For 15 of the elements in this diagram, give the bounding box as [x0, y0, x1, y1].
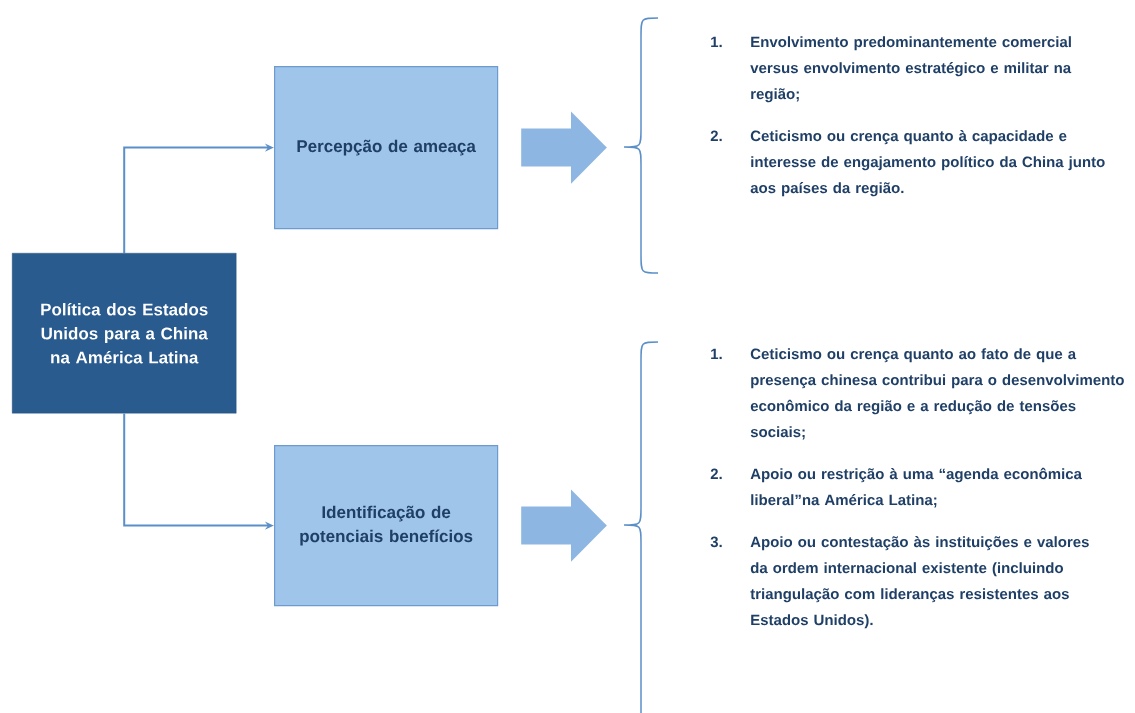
numbered-list: 1. Envolvimento predominantemente comercial versus envolvimento estratégico e militar na região; 2. Ceticismo ou crença quanto à capacidade e interesse de engajamento político da China junto aos países da região. — [710, 36, 1105, 197]
node-label: 2. — [710, 130, 722, 142]
process-box: Percepção de ameaça — [274, 66, 499, 230]
node-label: 3. — [710, 536, 722, 548]
node-label: 2. — [710, 468, 722, 480]
process-box: Identificação de potenciais benefícios — [274, 445, 499, 607]
policy-box: Política dos Estados Unidos para a China na América Latina — [12, 253, 237, 414]
node-label: Ceticismo ou crença quanto ao fato de que a presença chinesa contribui para o desenvolvimento econômico da região e a redução de tensões sociais; — [750, 348, 1124, 440]
node-label: Apoio ou contestação às instituições e valores da ordem internacional existente (incluindo triangulação com lideranças resistentes aos Estados Unidos). — [750, 536, 1089, 629]
node-label: Ceticismo ou crença quanto à capacidade e interesse de engajamento político da China junto aos países da região. — [750, 130, 1105, 197]
node-label: Envolvimento predominantemente comercial versus envolvimento estratégico e militar na região; — [750, 36, 1072, 103]
node-label: Apoio ou restrição à uma “agenda econômica liberal”na América Latina; — [750, 467, 1083, 508]
numbered-list: 1. Ceticismo ou crença quanto ao fato de que a presença chinesa contribui para o desenvolvimento econômico da região e a redução de tensões sociais; 2. Apoio ou restrição à uma “agenda econômica liberal”na América Latina; 3. Apoio ou contestação às instituições e valores da ordem internacional existente (incluindo triangulação com lideranças resistentes aos Estados Unidos). — [710, 348, 1124, 629]
node-label: 1. — [711, 348, 722, 360]
node-label: 1. — [711, 36, 722, 48]
